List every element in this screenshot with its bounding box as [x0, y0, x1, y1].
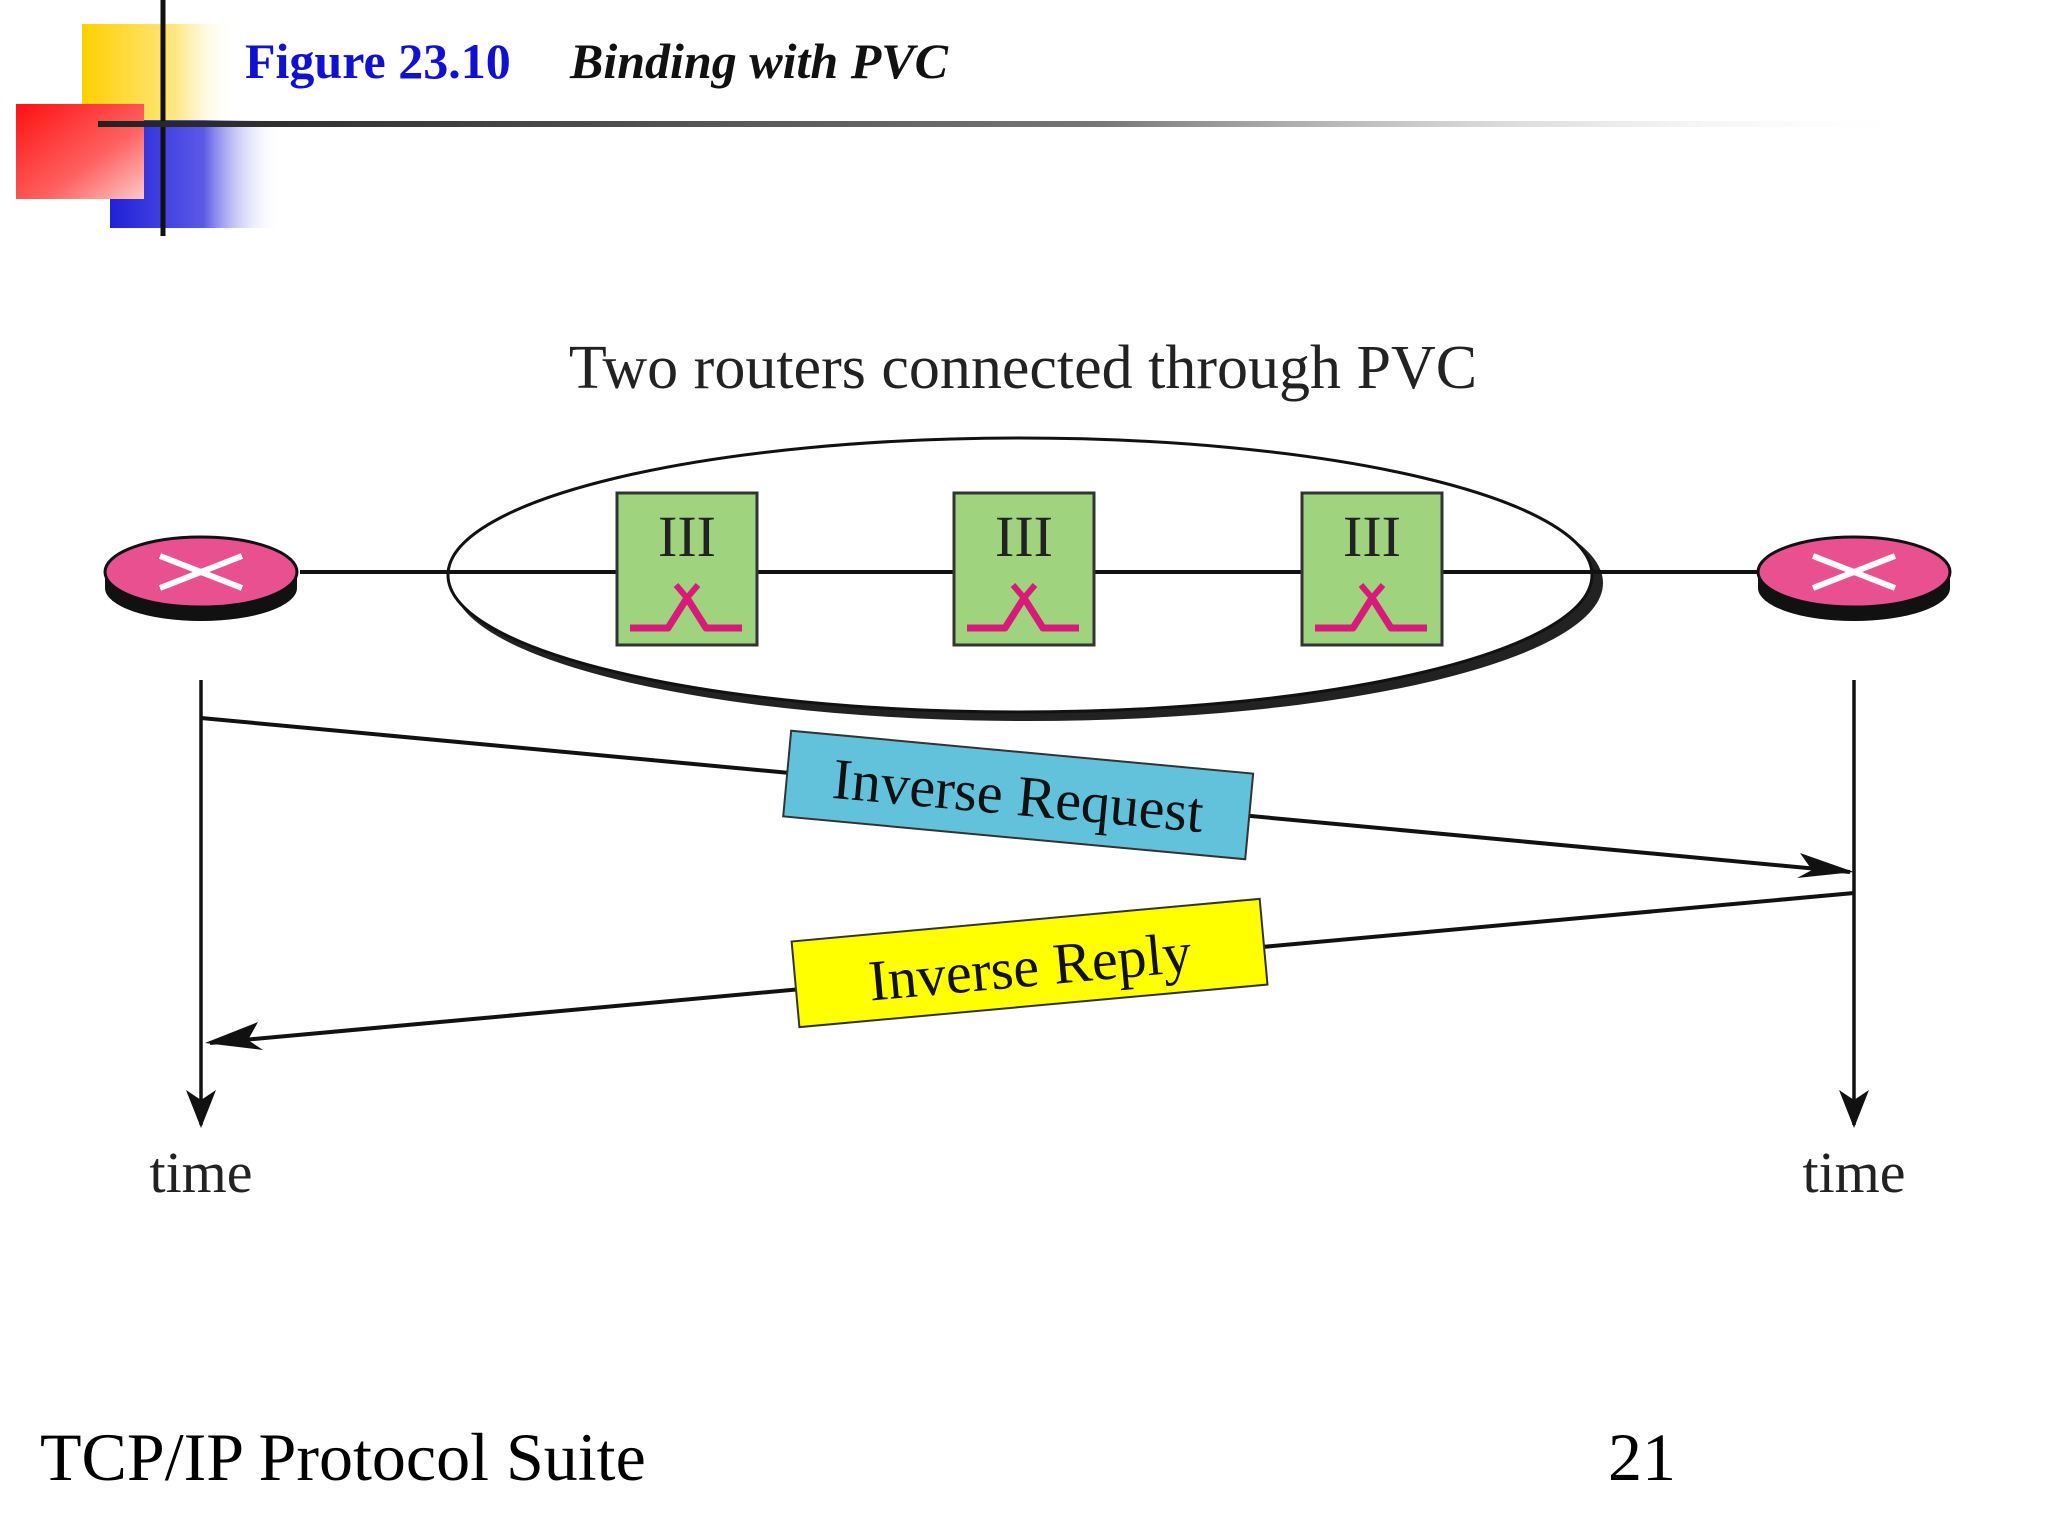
switch-2-label: III	[995, 504, 1053, 569]
switch-1	[615, 491, 759, 647]
inverse-request-box: Inverse Request	[782, 729, 1255, 861]
time-label-right: time	[1802, 1140, 1905, 1205]
switch-3	[1300, 491, 1444, 647]
pvc-diagram: Two routers connected through PVC III II…	[103, 334, 1952, 1205]
corner-decoration	[16, 0, 1928, 236]
switch-1-label: III	[658, 504, 716, 569]
switch-3-label: III	[1343, 504, 1401, 569]
inverse-reply-box: Inverse Reply	[790, 897, 1269, 1029]
time-label-left: time	[149, 1140, 252, 1205]
router-left	[103, 535, 299, 621]
page-number: 21	[1608, 1419, 1676, 1495]
figure-number: Figure 23.10	[245, 33, 511, 89]
figure-title: Binding with PVC	[570, 33, 948, 89]
switch-2	[952, 491, 1096, 647]
router-right	[1756, 535, 1952, 621]
cloud-label: Two routers connected through PVC	[569, 334, 1477, 402]
footer-suite: TCP/IP Protocol Suite	[40, 1419, 646, 1495]
